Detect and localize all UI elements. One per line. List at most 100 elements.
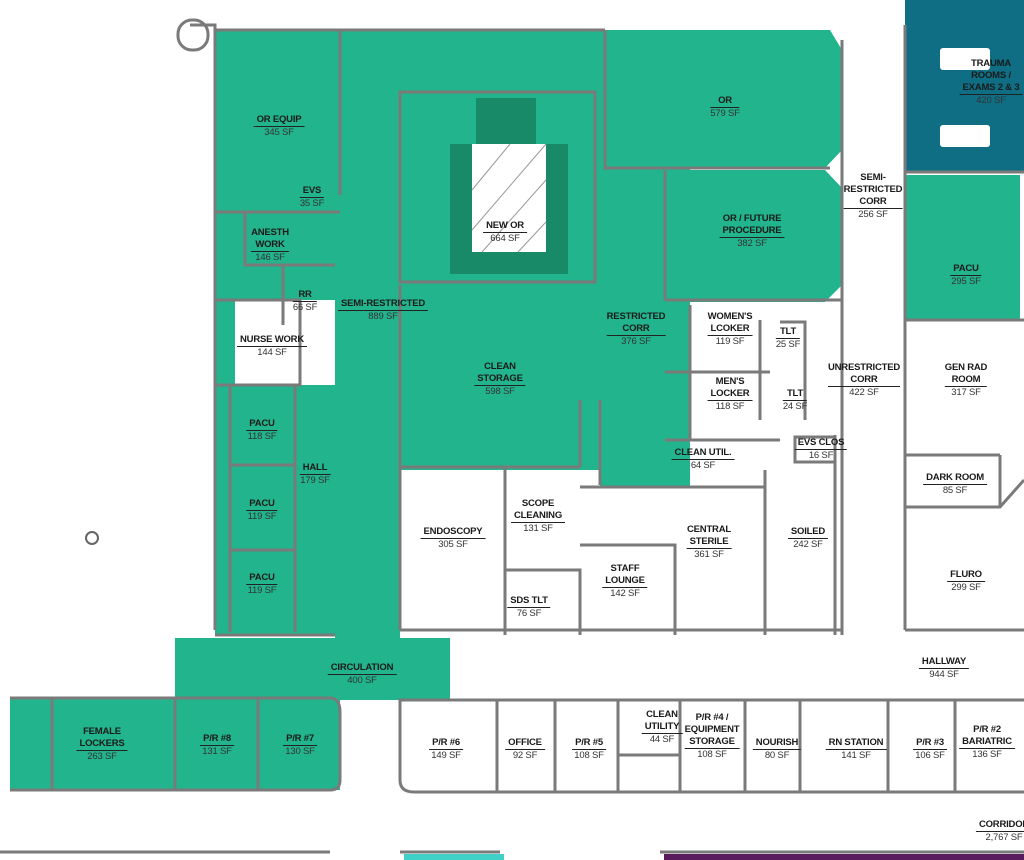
room-area: 106 SF [915,750,945,761]
room-area: 131 SF [202,746,232,757]
room-name: WOMEN'S [707,311,753,322]
walls [0,23,1024,854]
room-area: 345 SF [264,127,294,138]
room-name: CORRIDOR [975,819,1024,832]
room-area: 263 SF [87,751,117,762]
room-name: PACU [246,572,278,585]
room-area: 16 SF [808,450,834,461]
room-name: ENDOSCOPY [420,526,486,539]
room-area: 25 SF [775,339,801,350]
room-name: TRAUMA [971,58,1011,69]
room-area: 64 SF [690,460,716,471]
room-name: UTILITY [641,721,683,734]
room-name: EVS [299,185,325,198]
room-area: 76 SF [516,608,542,619]
room-name: TLT [782,388,808,401]
room-area: 376 SF [621,336,651,347]
room-name: LCOKER [707,323,753,336]
room-area: 317 SF [951,387,981,398]
room-area: 24 SF [782,401,808,412]
room-name: HALL [299,462,331,475]
room-name: PACU [950,263,982,276]
room-area: 131 SF [523,523,553,534]
room-area: 142 SF [610,588,640,599]
room-area: 422 SF [849,387,879,398]
room-name: NURSE WORK [237,334,307,347]
room-area: 242 SF [793,539,823,550]
room-area: 108 SF [574,750,604,761]
room-area: 2,767 SF [985,832,1023,843]
room-area: 92 SF [512,750,538,761]
room-area: 108 SF [697,749,727,760]
room-name: LOCKER [707,388,753,401]
room-area: 361 SF [694,549,724,560]
room-name: WORK [251,239,289,252]
room-area: 119 SF [247,585,277,596]
room-area: 420 SF [976,95,1006,106]
room-name: P/R #5 [572,737,606,750]
room-name: RN STATION [825,737,887,750]
room-name: CLEAN [646,709,678,720]
room-area: 80 SF [764,750,790,761]
room-name: P/R #7 [283,733,317,746]
room-name: STORAGE [684,736,740,749]
room-name: OFFICE [505,737,545,750]
room-name: OR EQUIP [253,114,305,127]
room-name: P/R #6 [429,737,463,750]
room-name: CORR [843,196,903,209]
room-name: FEMALE [83,726,121,737]
room-name: P/R #8 [200,733,234,746]
room-name: NEW OR [483,220,527,233]
room-area: 146 SF [255,252,285,263]
adjacent-room-fill [664,854,1024,860]
room-name: LOUNGE [602,575,648,588]
room-area: 664 SF [490,233,520,244]
room-name: NOURISH [752,737,802,750]
room-area: 299 SF [951,582,981,593]
room-area: 889 SF [368,311,398,322]
room-name: GEN RAD [944,362,988,373]
room-area: 66 SF [292,302,318,313]
room-area: 598 SF [485,386,515,397]
room-name: BARIATRIC [959,736,1015,749]
room-area: 119 SF [247,511,277,522]
room-name: CLEAN [484,361,516,372]
restricted-zone-fill [10,30,1020,790]
room-name: EQUIPMENT [684,724,740,735]
room-name: OR [710,95,740,108]
column-icon [176,18,210,52]
room-area: 144 SF [257,347,287,358]
room-area: 35 SF [299,198,325,209]
room-area: 179 SF [300,475,330,486]
room-name: STERILE [686,536,732,549]
